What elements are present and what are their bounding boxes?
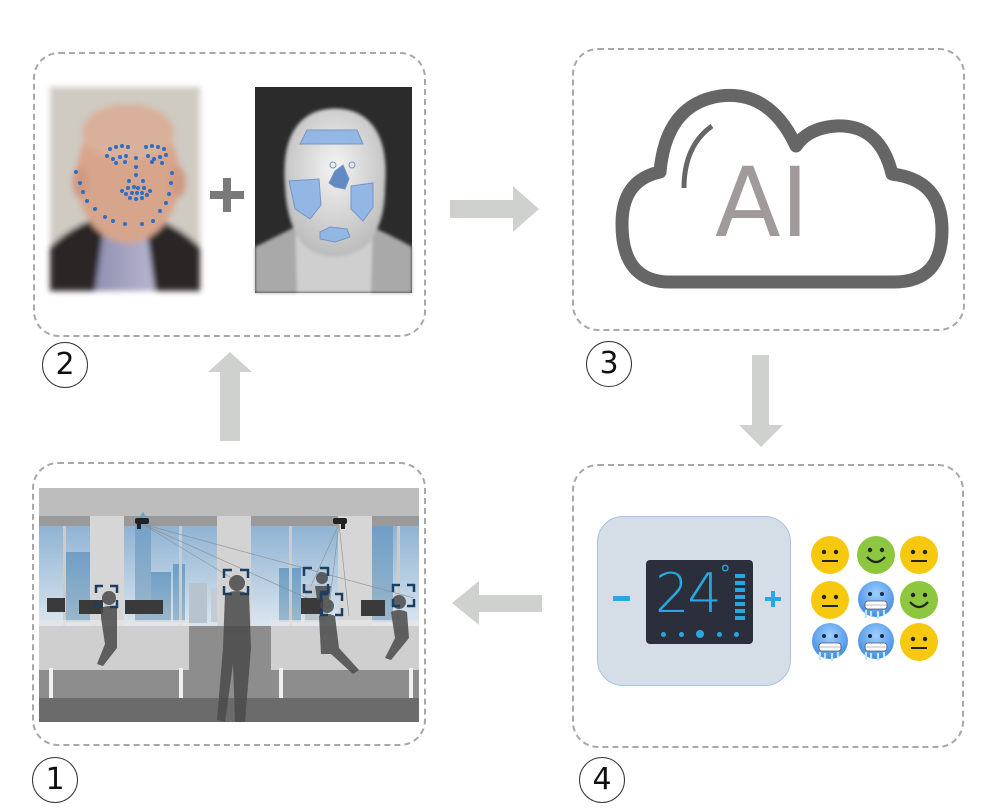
cold-face-icon [858, 623, 894, 661]
level-bar [735, 602, 745, 606]
level-bar [735, 581, 745, 585]
office-camera-scene [39, 488, 419, 722]
indicator-dot-selected [696, 630, 704, 638]
cold-face-icon [812, 623, 848, 661]
thermostat-minus-button[interactable] [613, 596, 630, 601]
step-1-panel [32, 462, 426, 746]
level-bar [735, 588, 745, 592]
arrow-right-icon [450, 186, 539, 232]
face-detection-boxes [94, 566, 416, 617]
level-bar [735, 616, 745, 620]
ai-cloud-icon: AI [615, 88, 949, 289]
neutral-face-icon [811, 581, 849, 619]
indicator-dot [734, 631, 739, 637]
arrow-left-icon [452, 581, 542, 625]
indicator-dot [716, 631, 722, 637]
thermal-face-image [255, 87, 412, 293]
arrow-up-icon [208, 352, 252, 441]
comfort-emoji-grid [811, 536, 941, 662]
thermostat-dot-indicator [661, 629, 739, 639]
happy-face-icon [900, 581, 938, 619]
ai-label: AI [715, 147, 809, 259]
indicator-dot [661, 631, 666, 637]
neutral-face-icon [900, 536, 938, 574]
step-4-panel [572, 464, 964, 748]
temperature-value: 24 [655, 562, 722, 625]
happy-face-icon [857, 536, 895, 574]
thermostat-plus-button[interactable] [765, 591, 781, 607]
step-number-3: 3 [586, 341, 632, 387]
security-camera-icon [135, 518, 149, 529]
level-bar [735, 609, 745, 613]
facial-landmarks [74, 144, 174, 226]
temperature-readout: 24 ° [655, 562, 731, 626]
temperature-unit: ° [719, 562, 731, 587]
thermal-regions [288, 129, 374, 243]
neutral-face-icon [811, 536, 849, 574]
neutral-face-icon [900, 623, 938, 661]
step-number-4: 4 [579, 757, 625, 803]
level-bar [735, 595, 745, 599]
step-2-panel [33, 52, 426, 337]
thermostat-level-bars [735, 574, 745, 623]
step-3-panel [572, 48, 965, 331]
cold-face-icon [858, 581, 894, 619]
level-bar [735, 574, 745, 578]
security-camera-icon [333, 518, 347, 529]
step-number-2: 2 [42, 342, 88, 388]
step-number-1: 1 [32, 757, 78, 803]
plus-operator-icon [210, 178, 244, 212]
arrow-down-icon [739, 355, 783, 447]
indicator-dot [678, 631, 684, 637]
face-landmark-photo [50, 87, 200, 291]
